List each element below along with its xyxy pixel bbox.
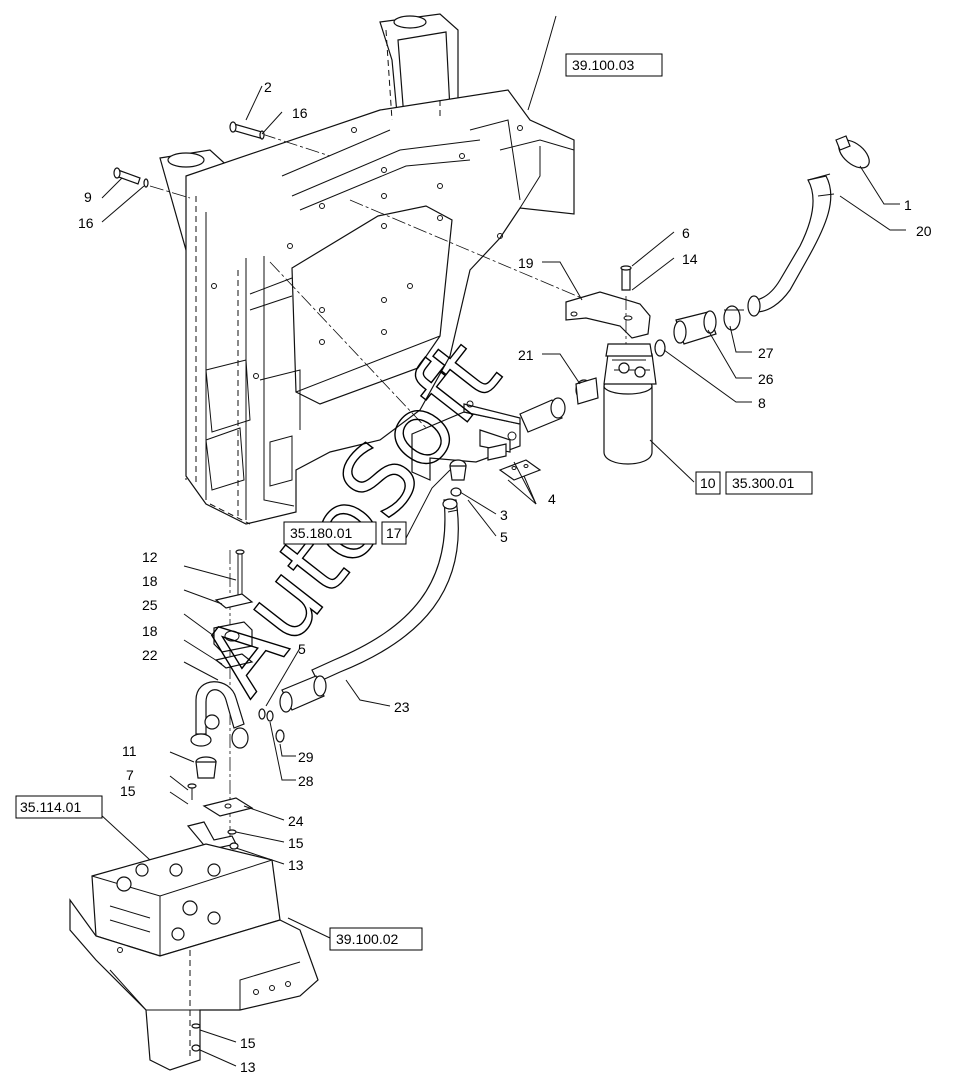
washer-15-bottom [191,1023,201,1029]
callout-26: 26 [758,371,774,387]
callout-28: 28 [298,773,314,789]
svg-text:35.300.01: 35.300.01 [732,475,794,491]
seal-5-lower [258,708,266,720]
loader-frame [159,13,575,525]
callout-1: 1 [904,197,912,213]
callout-20: 20 [916,223,932,239]
callout-3: 3 [500,507,508,523]
fitting-29 [275,729,285,743]
filter-assembly-10 [603,343,657,465]
centerline-bolt-16a [261,133,331,157]
callout-15: 15 [120,783,136,799]
svg-text:39.100.02: 39.100.02 [336,931,398,947]
ref-10[interactable]: 10 [695,471,721,495]
adapter-21 [575,377,599,405]
frame-bolt-holes [211,125,523,379]
tube-22 [190,681,249,749]
centerline-frame-bracket [349,199,611,311]
svg-text:35.180.01: 35.180.01 [290,525,352,541]
callout-9: 9 [84,189,92,205]
plate-18-lower [214,653,254,669]
callout-5: 5 [298,641,306,657]
bolt-9 [113,167,149,188]
ref-35-114-01[interactable]: 35.114.01 [15,795,103,819]
o-ring-8 [654,339,666,357]
centerline-frame-mount [269,261,431,433]
svg-text:39.100.03: 39.100.03 [572,57,634,73]
callout-27: 27 [758,345,774,361]
callout-7: 7 [126,767,134,783]
plate-18-upper [214,593,254,609]
bolt-2 [229,121,265,140]
clamp-27 [723,305,744,331]
seal-washer [450,487,462,497]
callout-21: 21 [518,347,534,363]
callout-25: 25 [142,597,158,613]
callout-16: 16 [78,215,94,231]
fitting-1 [835,135,870,169]
bracket-19 [565,291,651,339]
callout-18: 18 [142,623,158,639]
callout-19: 19 [518,255,534,271]
callout-18: 18 [142,573,158,589]
hose-20 [747,173,835,317]
callout-23: 23 [394,699,410,715]
nut-13 [229,842,239,850]
bolt-12 [235,549,245,596]
callout-8: 8 [758,395,766,411]
callout-4: 4 [548,491,556,507]
ref-35-300-01[interactable]: 35.300.01 [725,471,813,495]
callout-11: 11 [122,743,137,759]
callout-12: 12 [142,549,158,565]
hose-end-fitting [279,675,327,713]
ref-35-180-01[interactable]: 35.180.01 [283,521,377,545]
plate-4 [498,459,542,481]
bolt-7 [187,783,197,800]
o-ring-28 [266,710,274,722]
callout-2: 2 [264,79,272,95]
callout-13: 13 [288,857,304,873]
rear-frame [69,898,319,1071]
fitting-3 [449,459,467,481]
svg-text:10: 10 [700,475,716,491]
callout-15: 15 [240,1035,256,1051]
callout-5: 5 [500,529,508,545]
callout-16: 16 [292,105,308,121]
control-valve [91,843,281,957]
leader-lines [99,15,906,1067]
washer-15 [227,829,237,835]
callout-13: 13 [240,1059,256,1075]
svg-text:35.114.01: 35.114.01 [20,799,81,815]
ref-39-100-03[interactable]: 39.100.03 [565,53,663,77]
fitting-elbow [487,443,507,461]
bracket-24 [186,797,254,851]
bolt-6 [620,265,632,291]
callout-6: 6 [682,225,690,241]
callout-14: 14 [682,251,698,267]
callout-24: 24 [288,813,304,829]
ref-39-100-02[interactable]: 39.100.02 [329,927,423,951]
centerline-bolt-16b [149,185,191,199]
connector-26 [673,310,717,345]
fitting-11 [195,756,217,779]
pipe-fitting [519,397,566,433]
ref-17[interactable]: 17 [381,521,407,545]
callout-22: 22 [142,647,158,663]
callout-15: 15 [288,835,304,851]
svg-text:17: 17 [386,525,402,541]
clamp-block-25 [213,621,253,653]
callout-29: 29 [298,749,314,765]
nut-13-bottom [191,1044,201,1052]
